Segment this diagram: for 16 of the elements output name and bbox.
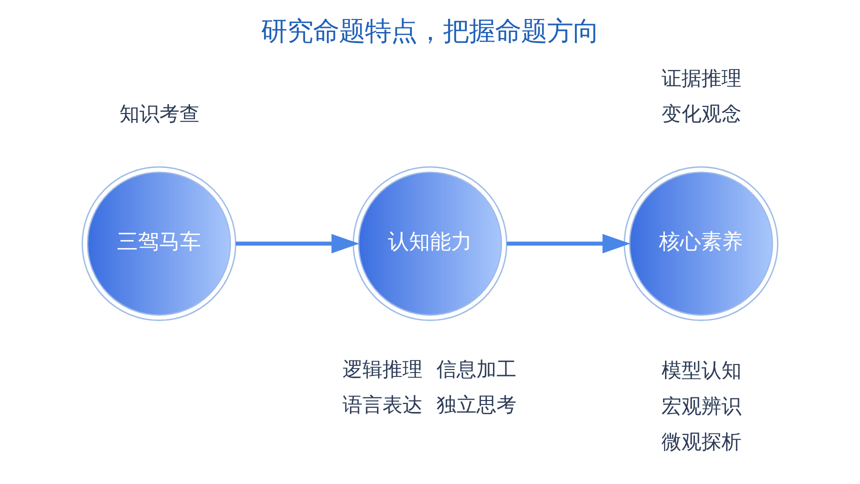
node-circle: 三驾马车 (82, 166, 236, 321)
node-label: 变化观念 (661, 102, 742, 126)
node-label: 独立思考 (436, 394, 517, 417)
arrow (236, 234, 360, 254)
node-circle: 核心素养 (624, 166, 778, 321)
node-label: 宏观辨识 (661, 394, 742, 418)
node-label: 逻辑推理 (342, 358, 423, 381)
node-label: 语言表达 (342, 394, 423, 417)
node-label: 证据推理 (661, 67, 742, 90)
node-label: 模型认知 (661, 359, 742, 382)
arrow (506, 234, 630, 254)
node-label: 知识考查 (119, 102, 200, 126)
node-label: 微观探析 (661, 430, 742, 454)
node-label: 信息加工 (436, 358, 517, 381)
diagram-title: 研究命题特点，把握命题方向 (261, 16, 599, 48)
node-circle: 认知能力 (352, 166, 508, 321)
